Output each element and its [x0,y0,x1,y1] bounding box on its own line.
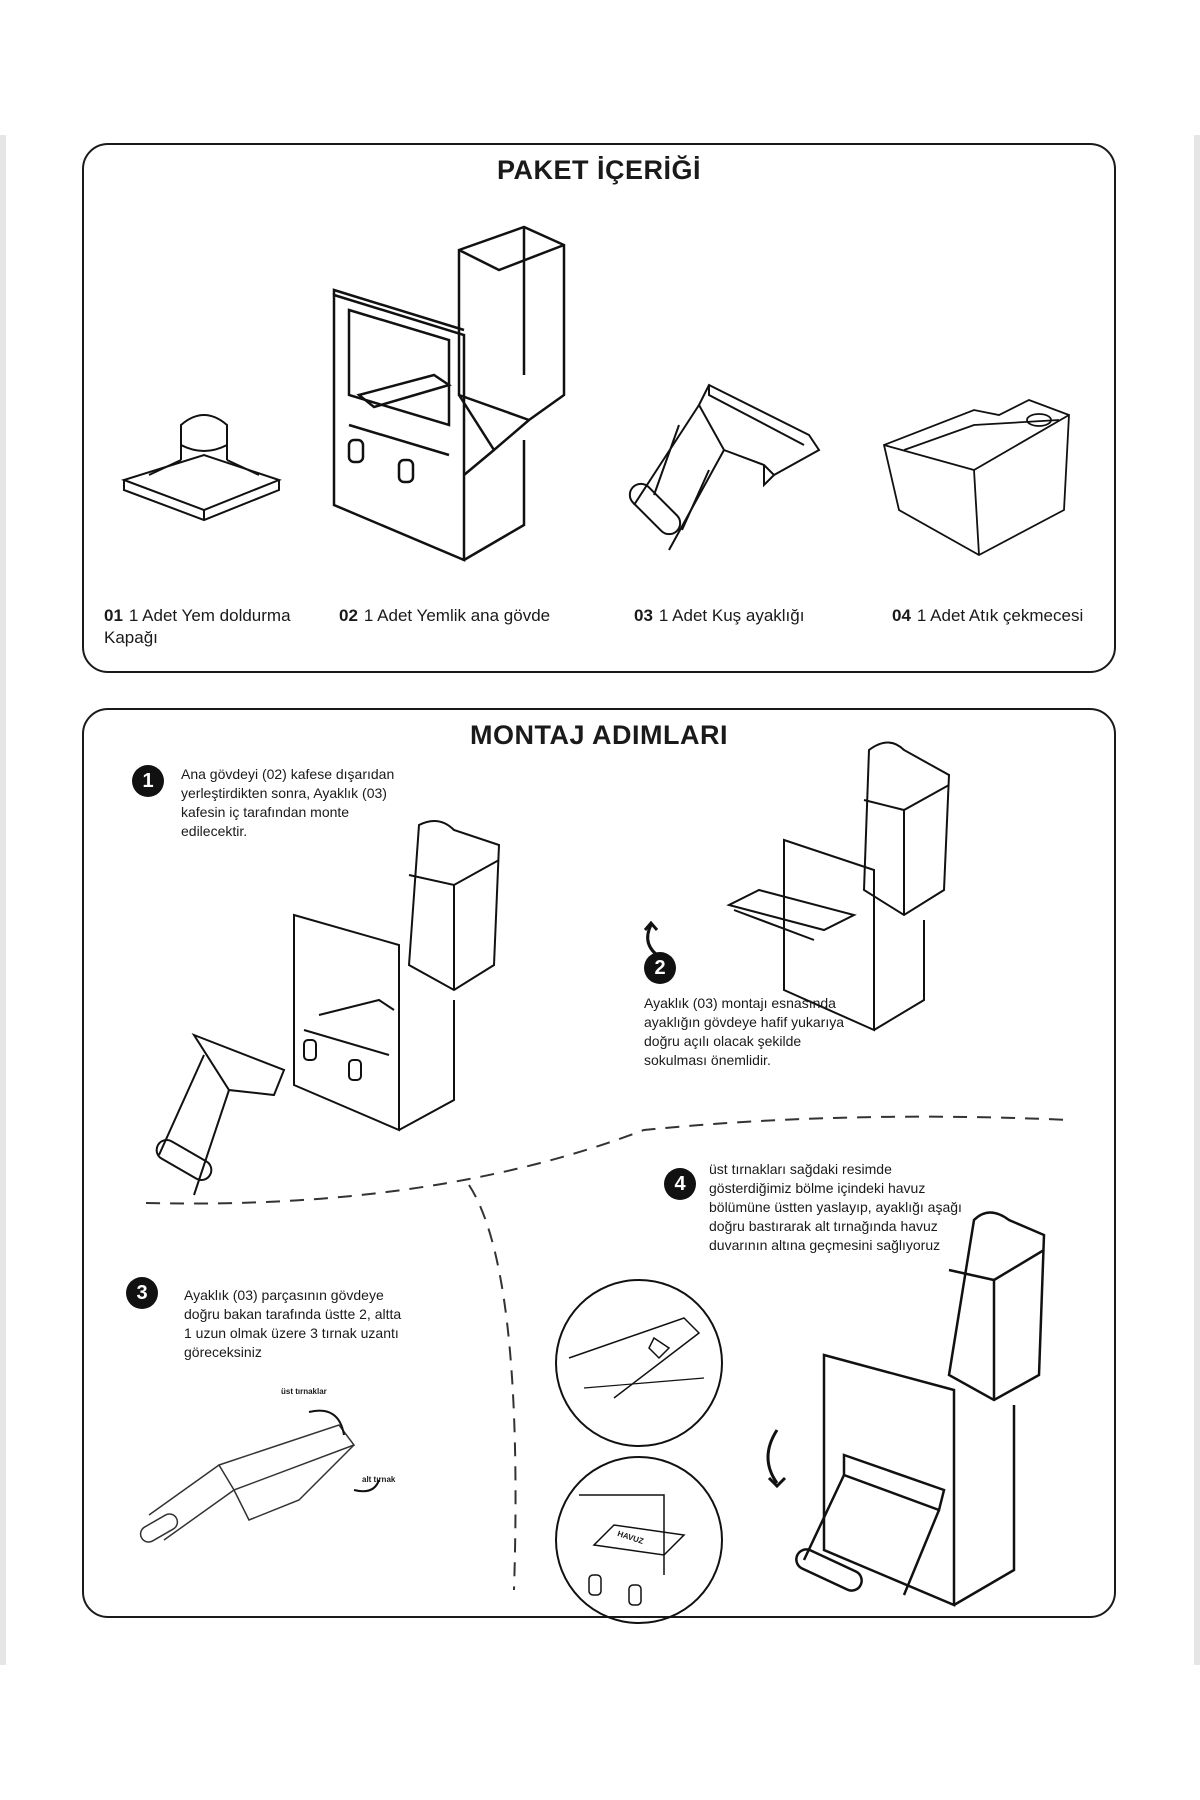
detail-zoom-lower [554,1455,724,1625]
step-4-text: üst tırnakları sağdaki resimde gösterdiğ… [709,1161,962,1253]
assembly-steps-title: MONTAJ ADIMLARI [470,720,728,750]
step-2-badge: 2 [644,952,676,984]
item-text: 1 Adet Yemlik ana gövde [363,606,551,625]
item-text: 1 Adet Yem doldurma Kapağı [104,606,291,647]
package-item-02: 02 1 Adet Yemlik ana gövde [339,605,579,627]
detail-zoom-upper [554,1278,724,1448]
step-3-text: Ayaklık (03) parçasının gövdeye doğru ba… [184,1287,402,1360]
step-4-illustration [744,1205,1084,1610]
item-text: 1 Adet Kuş ayaklığı [658,606,805,625]
feed-lid-illustration [119,405,289,535]
right-page-edge [1194,135,1200,1665]
package-item-04: 04 1 Adet Atık çekmecesi [892,605,1107,627]
lower-tab-label: alt tırnak [362,1475,396,1484]
item-number: 03 [634,606,653,625]
step-3-badge: 3 [126,1277,158,1309]
item-text: 1 Adet Atık çekmecesi [916,606,1084,625]
waste-drawer-illustration [879,390,1074,560]
step-1-text: Ana gövdeyi (02) kafese dışarıdan yerleş… [181,766,395,839]
step-2-illustration [704,730,974,1030]
package-item-03: 03 1 Adet Kuş ayaklığı [634,605,834,627]
item-number: 04 [892,606,911,625]
item-number: 01 [104,606,123,625]
step-dividers [84,710,1118,1620]
step-3-perch-detail [139,1400,409,1570]
upper-tabs-label: üst tırnaklar [281,1387,327,1396]
bird-perch-illustration [624,380,824,565]
left-page-edge [0,135,6,1665]
step-4-badge: 4 [664,1168,696,1200]
feeder-body-illustration [329,225,569,580]
step-1-illustration [154,815,614,1165]
item-number: 02 [339,606,358,625]
package-contents-title: PAKET İÇERİĞİ [496,155,702,185]
rotate-down-arrow-icon [759,1428,791,1490]
assembly-steps-panel: MONTAJ ADIMLARI 1 Ana gövdeyi (02) kafes… [82,708,1116,1618]
step-2-text: Ayaklık (03) montajı esnasında ayaklığın… [644,995,845,1068]
step-1-badge: 1 [132,765,164,797]
